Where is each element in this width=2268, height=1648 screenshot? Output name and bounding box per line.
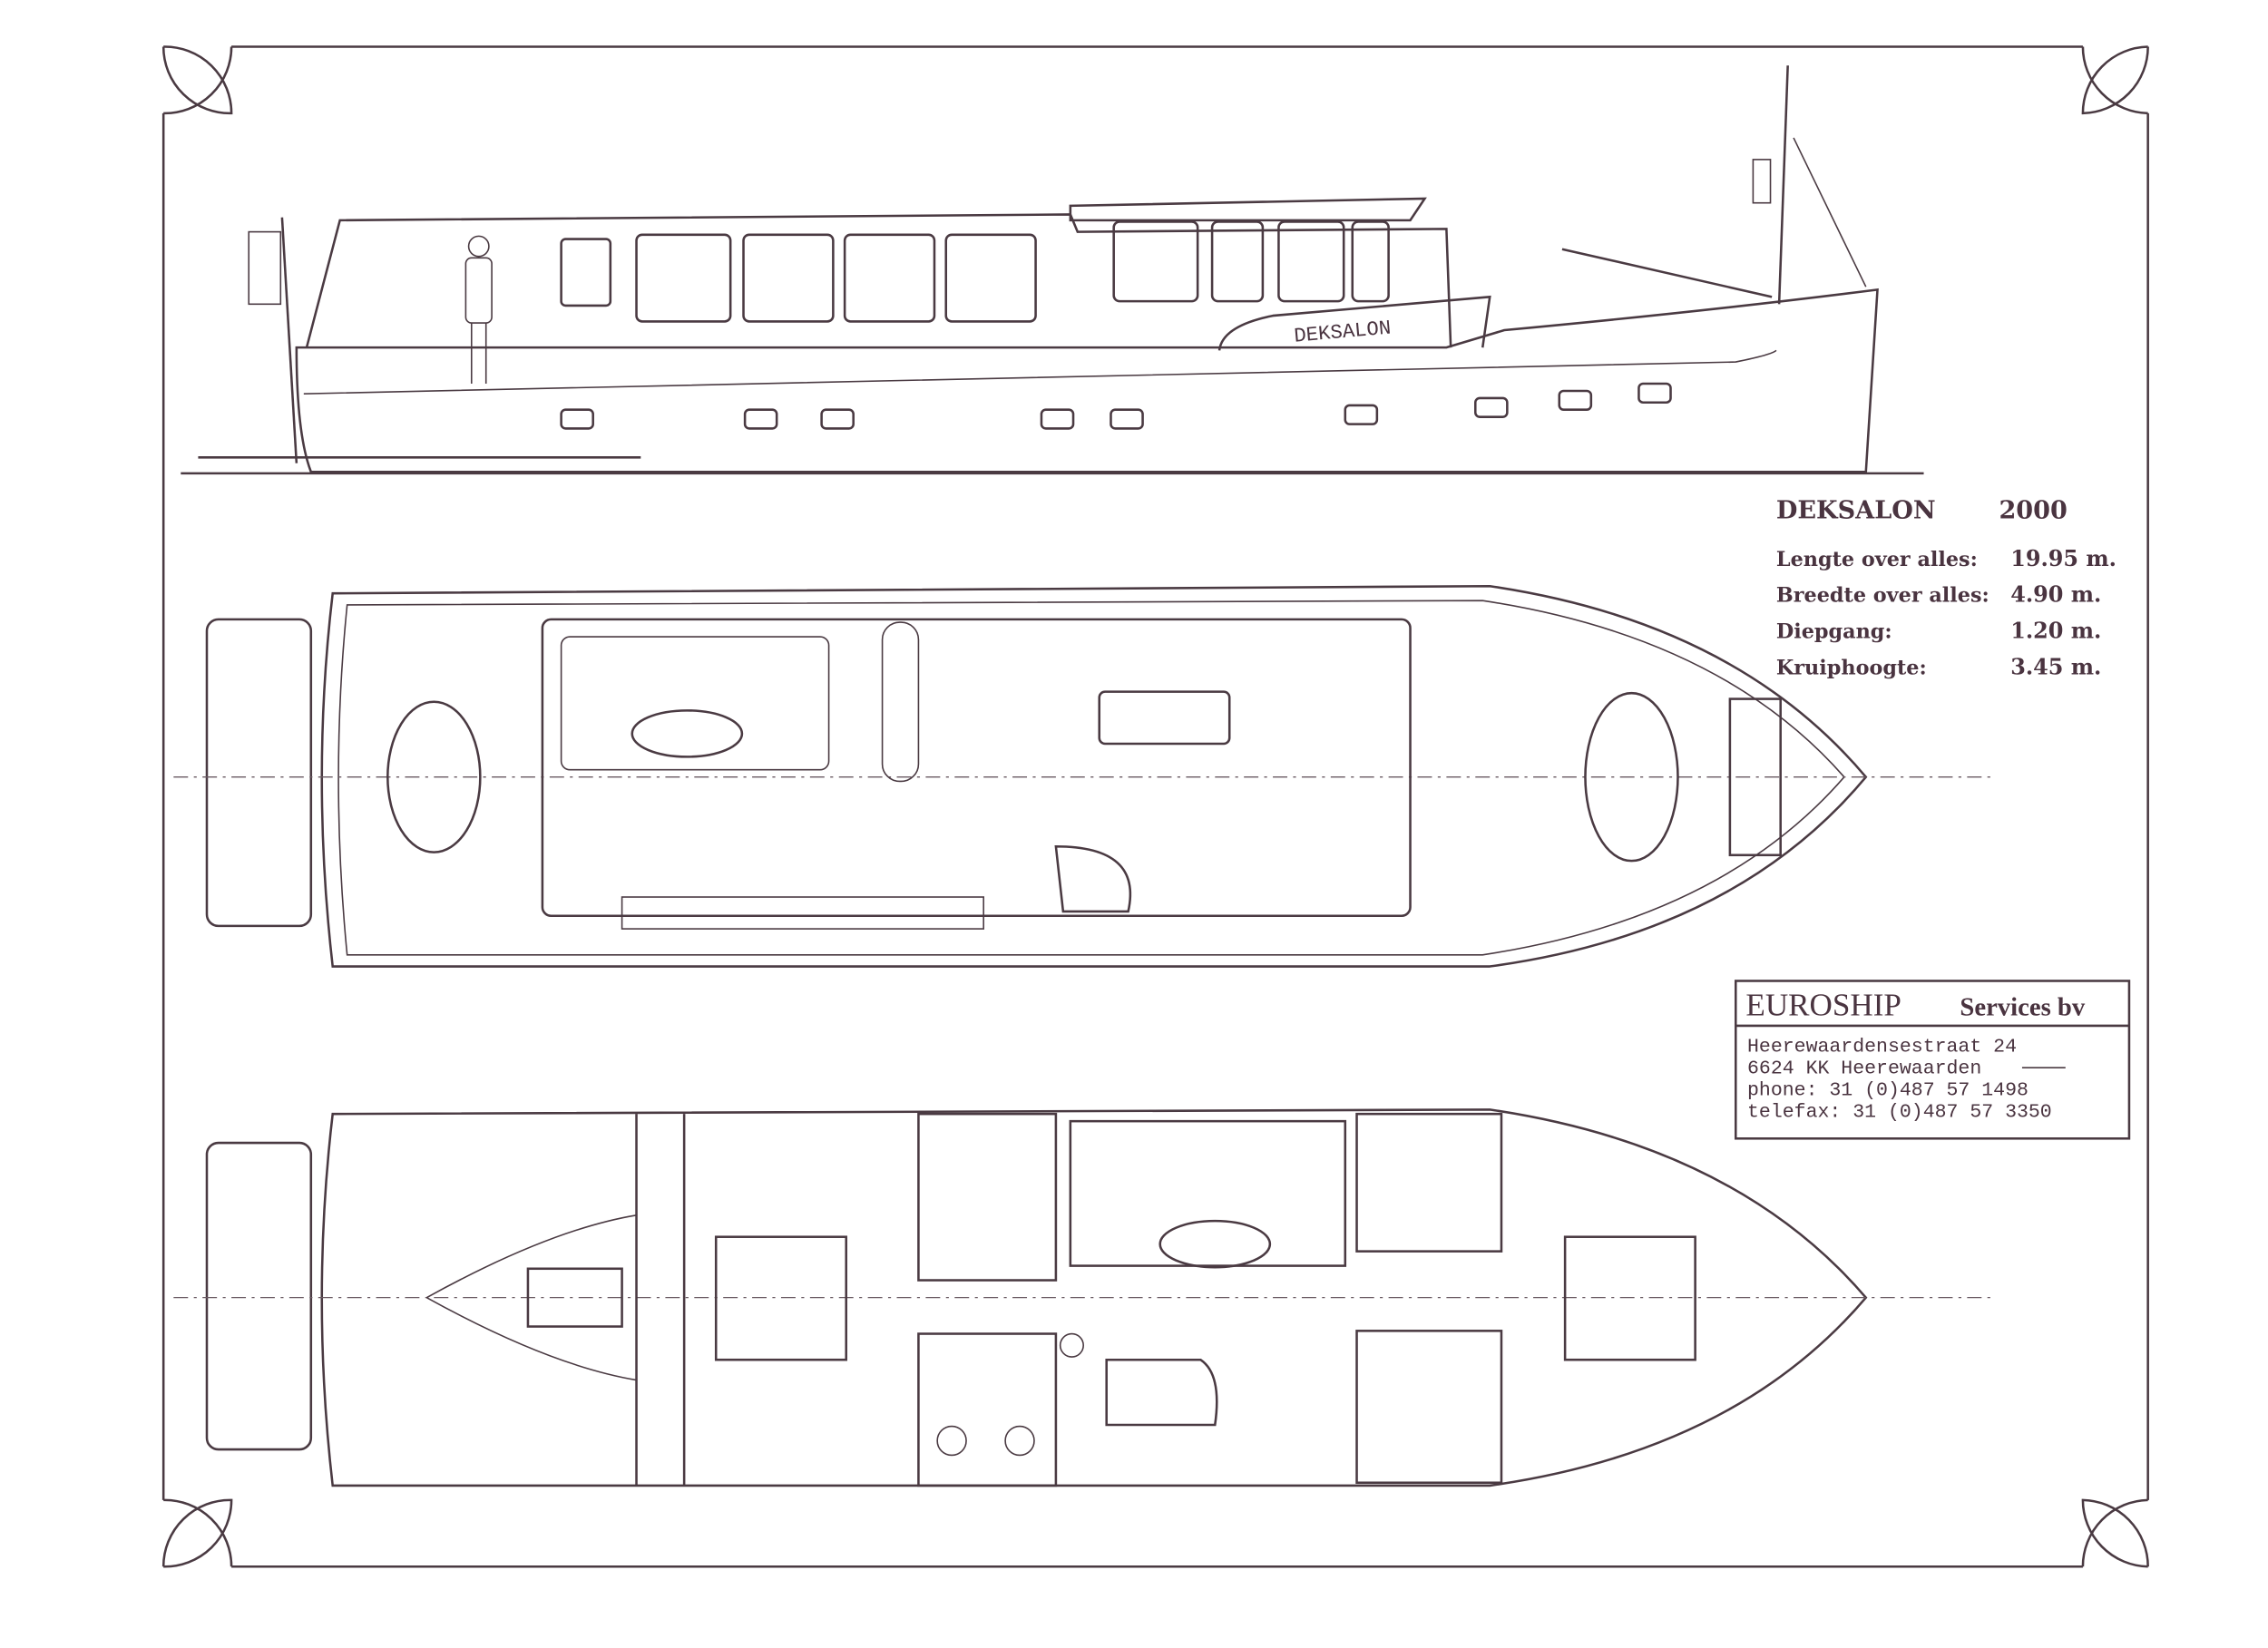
company-name: EUROSHIP bbox=[1745, 988, 1901, 1023]
spec-label: Breedte over alles: bbox=[1776, 584, 1989, 608]
spec-value: 3.45 m. bbox=[2010, 654, 2101, 679]
salon-outline bbox=[541, 618, 1412, 918]
swim-platform bbox=[205, 1141, 313, 1451]
engine-icon bbox=[526, 1267, 623, 1328]
spec-value: 4.90 m. bbox=[2010, 582, 2101, 608]
person-figure-icon bbox=[464, 235, 493, 385]
model-name: DEKSALON bbox=[1776, 496, 1936, 524]
specifications: DEKSALON 2000 Lengte over alles: 19.95 m… bbox=[1776, 496, 2116, 679]
mast-icon bbox=[1561, 65, 1867, 305]
spec-label: Lengte over alles: bbox=[1776, 548, 1978, 571]
side-elevation: DEKSALON bbox=[181, 65, 1924, 475]
company-info-box: EUROSHIP Services bv Heerewaardensestraa… bbox=[1734, 980, 2131, 1140]
company-street: Heerewaardensestraat 24 bbox=[1747, 1037, 2017, 1058]
company-phone: phone: 31 (0)487 57 1498 bbox=[1747, 1079, 2028, 1101]
company-fax: telefax: 31 (0)487 57 3350 bbox=[1747, 1101, 2052, 1123]
fore-berth bbox=[1563, 1235, 1696, 1361]
spec-label: Diepgang: bbox=[1776, 620, 1892, 644]
lower-deck-plan bbox=[173, 1108, 1997, 1487]
salon-windows bbox=[560, 220, 1390, 323]
portholes bbox=[560, 382, 1672, 430]
model-year: 2000 bbox=[1999, 496, 2067, 524]
page-frame bbox=[161, 45, 2149, 1568]
aft-berth bbox=[714, 1235, 847, 1361]
spec-label: Kruiphoogte: bbox=[1776, 656, 1927, 679]
company-city: 6624 KK Heerewaarden bbox=[1747, 1058, 1981, 1080]
company-suffix: Services bv bbox=[1960, 993, 2085, 1022]
spec-value: 19.95 m. bbox=[2010, 546, 2116, 571]
stern-flag-icon bbox=[248, 217, 298, 463]
aft-table bbox=[386, 700, 482, 853]
swim-platform bbox=[205, 618, 313, 928]
deck-plan bbox=[173, 584, 1997, 968]
staircase bbox=[1105, 1358, 1218, 1427]
fore-table bbox=[1584, 691, 1679, 863]
hull-name-label: DEKSALON bbox=[1293, 317, 1392, 348]
spec-value: 1.20 m. bbox=[2010, 619, 2101, 644]
